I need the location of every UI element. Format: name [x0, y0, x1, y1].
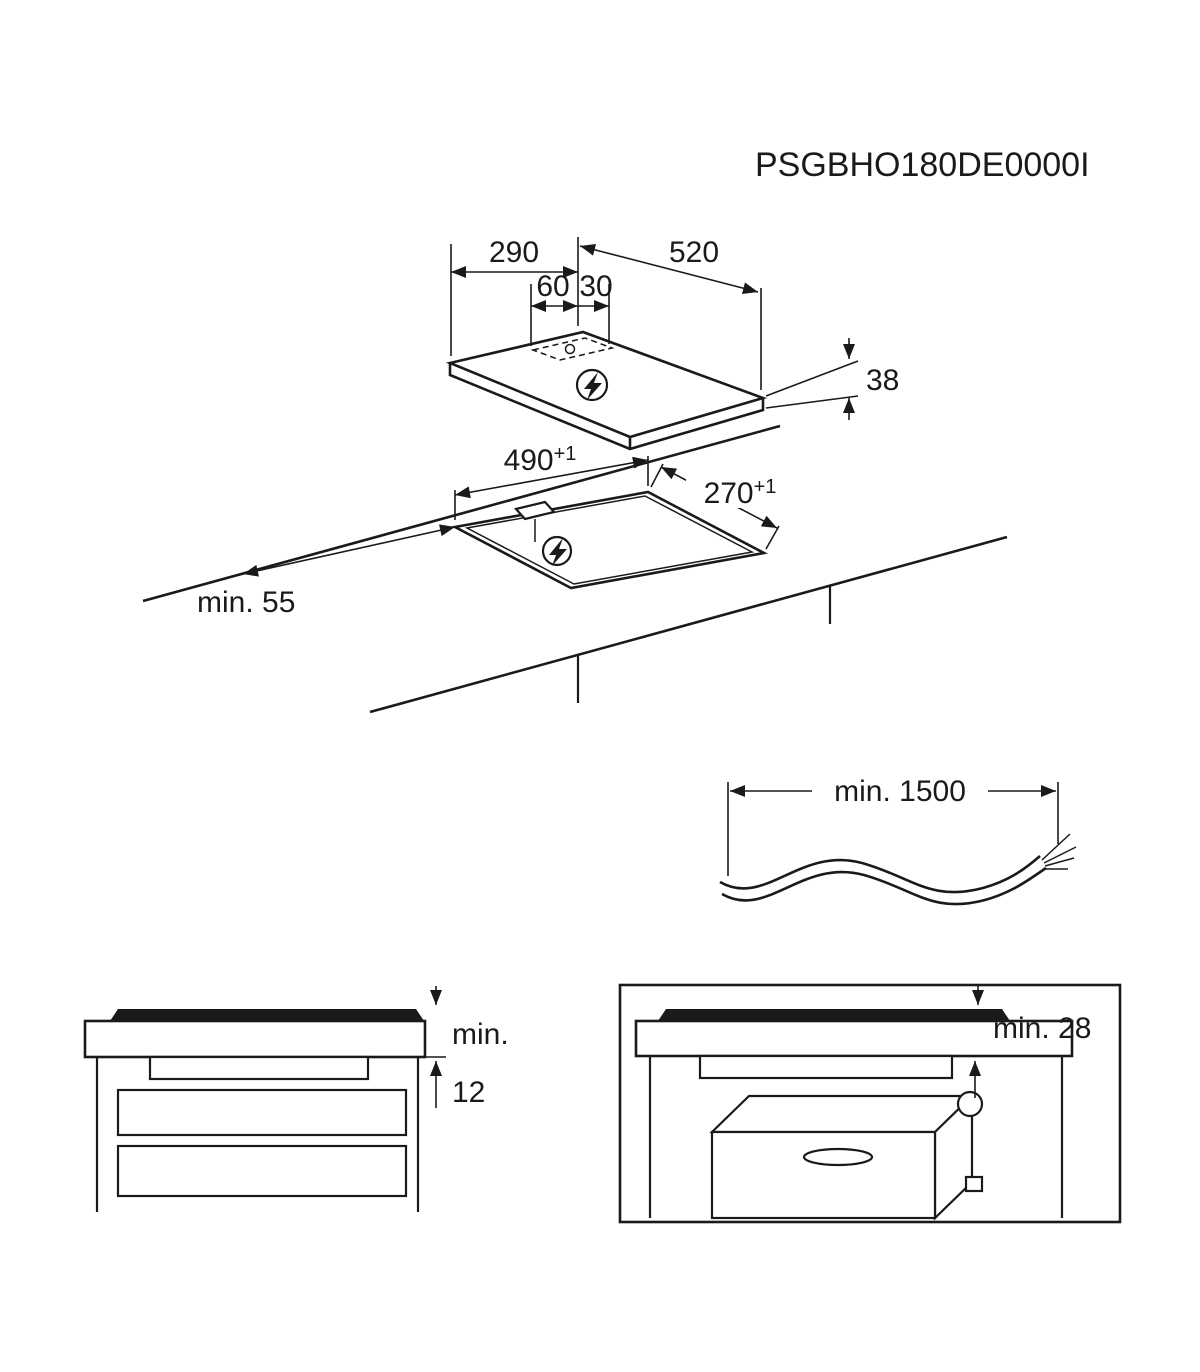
- worktop: [634, 1019, 1074, 1058]
- drawer-2: [116, 1144, 408, 1198]
- worktop: [83, 1019, 427, 1059]
- hob-isometric-view: 290 520 60 30 38: [445, 236, 899, 451]
- oven-front-face: [710, 1130, 937, 1220]
- hob-underside-box: [148, 1055, 370, 1081]
- dim-oven-clearance-label: min. 28: [993, 1012, 1091, 1045]
- oven-view-frame: [618, 983, 1122, 1224]
- dim-front-clearance-label: min. 55: [197, 586, 295, 619]
- drawer-1: [116, 1088, 408, 1137]
- mains-cable-view: min. 1500: [719, 775, 1077, 906]
- dim-cable-length-label: min. 1500: [834, 775, 966, 808]
- oven-handle: [802, 1147, 874, 1167]
- dim-inset-left-label: 60: [536, 270, 569, 303]
- model-code: PSGBHO180DE0000I: [755, 146, 1090, 184]
- oven-side-fitting: [964, 1175, 984, 1193]
- worktop-cutout-view: 490+1 270+1 min. 55: [142, 424, 1008, 714]
- dim-cutout-width-label: 270+1: [704, 476, 777, 510]
- dimension-60-30: 60 30: [530, 270, 613, 346]
- worktop-front-edge: [369, 535, 1008, 714]
- dim-clearance-value-label: 12: [452, 1076, 485, 1109]
- junction-box: [513, 500, 557, 521]
- built-in-oven: [709, 1090, 984, 1221]
- cabinet-drawer-view: min. 12: [83, 986, 509, 1212]
- oven-knob: [956, 1090, 984, 1118]
- dimension-min-55: min. 55: [197, 524, 456, 619]
- dim-height-label: 38: [866, 364, 899, 397]
- dim-depth-label: 290: [489, 236, 539, 269]
- dimension-min-28: min. 28: [969, 986, 1091, 1098]
- lightning-icon: [541, 535, 573, 567]
- dimension-min-12: min. 12: [425, 986, 509, 1109]
- hob-slab: [110, 1009, 424, 1021]
- lightning-icon: [575, 368, 609, 402]
- cable-lower-line: [721, 866, 1047, 906]
- hob-underside-box: [698, 1054, 954, 1080]
- dim-clearance-min-label: min.: [452, 1018, 509, 1051]
- dim-inset-right-label: 30: [579, 270, 612, 303]
- connection-point: [564, 343, 576, 355]
- cable-wire-ends: [1041, 833, 1077, 870]
- cabinet-oven-view: min. 28: [618, 983, 1122, 1224]
- dimension-min-1500: min. 1500: [727, 775, 1059, 876]
- hob-slab: [658, 1009, 1010, 1021]
- dimension-490: 490+1: [454, 443, 649, 520]
- dimension-38: 38: [765, 338, 899, 420]
- cable-upper-line: [719, 855, 1041, 894]
- oven-top-face: [709, 1094, 975, 1134]
- dimension-520: 520: [579, 236, 762, 390]
- dimension-270: 270+1: [650, 463, 798, 550]
- dimension-290: 290: [450, 236, 579, 356]
- connection-area-dashed: [530, 337, 615, 361]
- dim-cutout-length-label: 490+1: [504, 443, 577, 477]
- cutout-inner-lip: [464, 495, 755, 585]
- dim-width-label: 520: [669, 236, 719, 269]
